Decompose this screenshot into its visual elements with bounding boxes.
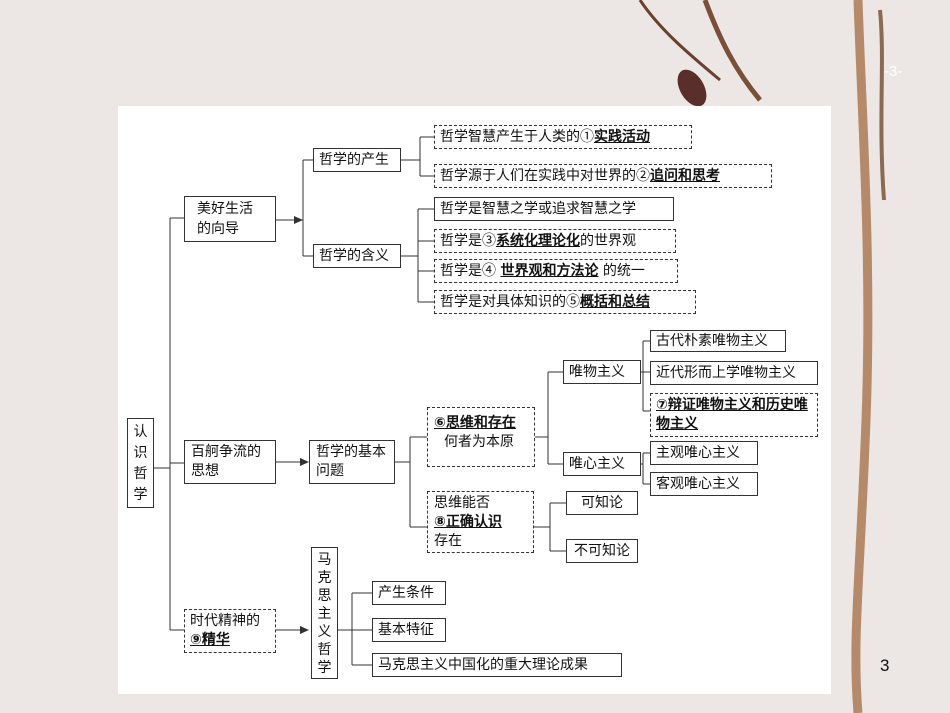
marx-conditions: 产生条件 [372, 581, 446, 605]
node-meaning-of-philosophy: 哲学的含义 [313, 244, 401, 268]
node-basic-question: 哲学的基本问题 [309, 440, 395, 484]
branch-essence-of-era: 时代精神的 ⑨精华 [184, 609, 276, 653]
idealism-subjective: 主观唯心主义 [650, 441, 758, 465]
meaning-item-3-post: 的统一 [598, 263, 645, 279]
origin-item-1-key: 实践活动 [594, 129, 650, 145]
corner-page-number: -3- [884, 63, 903, 80]
dialectical-key: ⑦辩证唯物主义和历史唯物主义 [656, 397, 808, 432]
question-1-rest: 何者为本原 [444, 434, 514, 450]
meaning-item-4-key: 概括和总结 [580, 294, 650, 310]
question-thinking-and-being: ⑥思维和存在 何者为本原 [427, 407, 535, 467]
meaning-item-3-pre: 哲学是④ [440, 263, 501, 279]
root-node: 认识哲学 [127, 418, 154, 508]
marx-sinicization: 马克思主义中国化的重大理论成果 [372, 653, 622, 677]
meaning-item-2: 哲学是③系统化理论化的世界观 [434, 229, 676, 253]
meaning-item-3: 哲学是④ 世界观和方法论 的统一 [434, 259, 678, 283]
question-2-post: 存在 [434, 533, 462, 549]
branch3-label-key: ⑨精华 [190, 632, 230, 648]
node-materialism: 唯物主义 [563, 360, 641, 384]
question-2-key: ⑧正确认识 [434, 514, 502, 530]
branch3-label-pre: 时代精神的 [190, 613, 260, 629]
origin-item-1-pre: 哲学智慧产生于人类的① [440, 129, 594, 145]
meaning-item-2-post: 的世界观 [580, 233, 636, 249]
origin-item-2: 哲学源于人们在实践中对世界的②追问和思考 [434, 164, 772, 188]
branch-good-life-guide: 美好生活的向导 [184, 196, 276, 242]
meaning-item-3-key: 世界观和方法论 [500, 263, 599, 279]
slide-number: 3 [880, 656, 890, 675]
meaning-item-4-pre: 哲学是对具体知识的⑤ [440, 294, 580, 310]
origin-item-2-key: 追问和思考 [650, 168, 720, 184]
materialism-modern: 近代形而上学唯物主义 [650, 361, 818, 385]
meaning-item-1-text: 哲学是智慧之学或追求智慧之学 [440, 201, 636, 217]
meaning-item-1: 哲学是智慧之学或追求智慧之学 [434, 197, 674, 221]
marx-features: 基本特征 [372, 618, 446, 642]
node-origin-of-philosophy: 哲学的产生 [313, 148, 401, 172]
branch-contending-thoughts: 百舸争流的思想 [184, 440, 276, 484]
materialism-ancient: 古代朴素唯物主义 [650, 330, 786, 352]
meaning-item-2-key: 系统化理论化 [496, 233, 580, 249]
meaning-item-4: 哲学是对具体知识的⑤概括和总结 [434, 290, 696, 314]
node-knowable: 可知论 [566, 491, 638, 515]
node-idealism: 唯心主义 [563, 452, 641, 476]
meaning-item-2-pre: 哲学是③ [440, 233, 496, 249]
idealism-objective: 客观唯心主义 [650, 472, 758, 496]
materialism-dialectical: ⑦辩证唯物主义和历史唯物主义 [650, 393, 818, 437]
question-2-pre: 思维能否 [434, 495, 490, 511]
question-1-key: ⑥思维和存在 [434, 415, 516, 431]
node-unknowable: 不可知论 [566, 539, 638, 563]
origin-item-1: 哲学智慧产生于人类的①实践活动 [434, 125, 692, 149]
origin-item-2-pre: 哲学源于人们在实践中对世界的② [440, 168, 650, 184]
question-cognition: 思维能否 ⑧正确认识 存在 [427, 491, 534, 553]
node-marxist-philosophy: 马克思主义哲学 [311, 547, 338, 679]
